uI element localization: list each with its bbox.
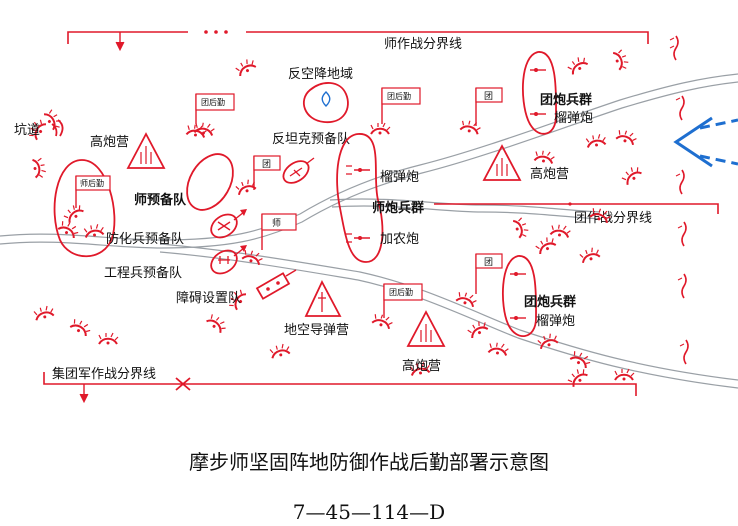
engineer-reserve: 工程兵预备队	[104, 245, 247, 281]
army-boundary-line: 集团军作战分界线	[43, 366, 637, 404]
regiment-hq-middle: 团	[253, 155, 281, 190]
front-line-trenches	[669, 35, 689, 365]
enemy-attack-arrow	[673, 116, 738, 168]
regiment-logistics-right: 团后勤	[381, 87, 421, 124]
regiment-artillery-top: 团炮兵群 榴弹炮	[521, 51, 593, 135]
division-boundary-label: 师作战分界线	[384, 37, 462, 52]
aa-battalion-left-label: 高炮营	[90, 134, 129, 150]
regiment-boundary-line: 团作战分界线	[434, 202, 719, 226]
regiment-boundary-label: 团作战分界线	[574, 211, 652, 226]
deployment-map: 师作战分界线 团作战分界线 集团军作战分界线	[0, 30, 738, 404]
antitank-reserve-label: 反坦克预备队	[272, 131, 350, 147]
roads	[0, 73, 738, 389]
army-boundary-label: 集团军作战分界线	[52, 366, 156, 382]
regiment-hq-middle-flag: 团	[262, 159, 271, 170]
regiment-hq-top: 团	[475, 87, 503, 126]
regiment-hq-bottom: 团	[475, 253, 503, 294]
reg-arty-top-howitzer-label: 榴弹炮	[554, 111, 593, 126]
left-logistics-area: 师后勤	[53, 159, 116, 258]
div-arty-group-label: 师炮兵群	[372, 200, 424, 216]
reg-arty-bottom-label: 团炮兵群	[524, 294, 576, 310]
diagram-code: 7—45—114—D	[292, 500, 446, 524]
division-logistics-flag: 团后勤	[201, 97, 225, 107]
trench-symbol: 坑道	[14, 119, 64, 138]
sam-battalion-label: 地空导弹营	[284, 323, 349, 338]
antitank-reserve: 反坦克预备队	[272, 131, 350, 184]
diagram-caption: 摩步师坚固阵地防御作战后勤部署示意图	[189, 450, 549, 474]
trench-label: 坑道	[14, 123, 40, 138]
regiment-artillery-bottom: 团炮兵群 榴弹炮	[501, 255, 576, 337]
obstacle-team-label: 障碍设置队	[176, 291, 241, 306]
division-reserve-label: 师预备队	[134, 192, 187, 208]
sam-battalion: 地空导弹营	[284, 279, 349, 338]
regiment-logistics-lower: 团后勤	[383, 283, 423, 318]
chem-defense-reserve-label: 防化兵预备队	[106, 231, 184, 247]
division-reserve: 师预备队	[134, 153, 234, 211]
division-hq-flag: 师	[272, 217, 281, 229]
div-arty-gun-label: 加农炮	[380, 232, 419, 247]
reg-arty-top-label: 团炮兵群	[540, 92, 592, 108]
obstacle-team: 障碍设置队	[176, 269, 297, 306]
regiment-logistics-lower-flag: 团后勤	[389, 287, 413, 297]
division-boundary-line: 师作战分界线	[67, 30, 649, 52]
regiment-hq-bottom-flag: 团	[484, 257, 493, 268]
aa-battalion-bottom: 高炮营	[402, 310, 446, 374]
division-artillery-group: 榴弹炮 师炮兵群 加农炮	[336, 133, 424, 263]
left-logistics-flag: 师后勤	[80, 178, 104, 188]
engineer-reserve-label: 工程兵预备队	[104, 265, 182, 281]
div-arty-howitzer-label: 榴弹炮	[380, 170, 419, 185]
reg-arty-bottom-howitzer-label: 榴弹炮	[536, 314, 575, 329]
division-logistics: 团后勤	[193, 93, 235, 138]
anti-airborne-area: 反空降地域	[288, 67, 353, 123]
anti-airborne-label: 反空降地域	[288, 67, 353, 82]
chem-defense-reserve: 防化兵预备队	[106, 209, 247, 247]
regiment-logistics-right-flag: 团后勤	[387, 91, 411, 101]
aa-battalion-bottom-label: 高炮营	[402, 358, 441, 374]
regiment-hq-top-flag: 团	[484, 91, 493, 102]
aa-battalion-right-label: 高炮营	[530, 166, 569, 182]
aa-battalion-left: 高炮营	[90, 132, 166, 169]
aa-battalion-right: 高炮营	[482, 144, 569, 182]
division-hq: 师	[241, 213, 297, 267]
